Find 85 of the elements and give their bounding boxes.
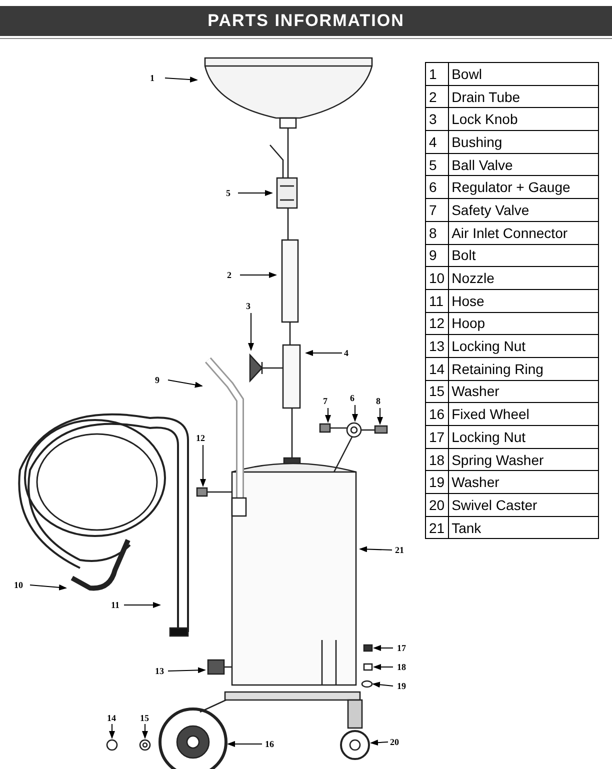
callout-number: 21 xyxy=(395,545,404,555)
leader-line xyxy=(164,76,198,83)
leader-line xyxy=(124,602,161,608)
part-name: Swivel Caster xyxy=(448,494,598,516)
leader-line xyxy=(372,682,394,688)
part-name: Spring Washer xyxy=(448,448,598,471)
leader-line xyxy=(305,350,342,356)
part-name: Washer xyxy=(448,380,598,403)
callout-number: 9 xyxy=(155,375,160,385)
leader-line xyxy=(142,724,148,739)
part-name: Safety Valve xyxy=(448,198,598,222)
leader-line xyxy=(168,667,206,674)
part-number: 18 xyxy=(426,448,448,471)
leader-line xyxy=(373,645,394,651)
leader-line xyxy=(238,190,273,196)
leader-line xyxy=(200,444,206,487)
part-name: Air Inlet Connector xyxy=(448,221,598,244)
part-number: 8 xyxy=(426,221,448,244)
part-number: 7 xyxy=(426,198,448,222)
callout-number: 2 xyxy=(227,270,232,280)
part-number: 14 xyxy=(426,357,448,380)
part-number: 4 xyxy=(426,130,448,154)
leader-line xyxy=(352,404,358,422)
leader-line xyxy=(227,741,262,747)
part-number: 12 xyxy=(426,312,448,335)
part-name: Lock Knob xyxy=(448,108,598,131)
part-name: Locking Nut xyxy=(448,334,598,358)
part-number: 15 xyxy=(426,380,448,403)
part-number: 20 xyxy=(426,494,448,516)
callout-number: 10 xyxy=(14,580,23,590)
callout-number: 7 xyxy=(323,396,328,406)
callout-number: 11 xyxy=(111,600,120,610)
part-name: Washer xyxy=(448,470,598,494)
callout-number: 16 xyxy=(265,739,274,749)
part-number: 9 xyxy=(426,244,448,267)
leader-line xyxy=(109,724,115,739)
part-name: Locking Nut xyxy=(448,426,598,448)
part-name: Nozzle xyxy=(448,266,598,290)
part-name: Hoop xyxy=(448,312,598,335)
part-number: 17 xyxy=(426,426,448,448)
callout-number: 17 xyxy=(397,643,406,653)
callout-number: 12 xyxy=(196,433,205,443)
part-number: 1 xyxy=(426,62,448,86)
part-number: 21 xyxy=(426,516,448,539)
leader-line xyxy=(325,408,331,423)
callout-number: 3 xyxy=(246,301,250,311)
callout-number: 4 xyxy=(344,348,348,358)
callout-number: 5 xyxy=(226,188,230,198)
part-number: 5 xyxy=(426,153,448,176)
part-number: 13 xyxy=(426,334,448,358)
part-number: 11 xyxy=(426,289,448,312)
callout-number: 8 xyxy=(376,396,380,406)
callout-number: 15 xyxy=(140,713,149,723)
leader-line xyxy=(168,380,203,388)
callout-number: 20 xyxy=(390,737,399,747)
part-name: Tank xyxy=(448,516,598,539)
part-number: 6 xyxy=(426,176,448,199)
part-name: Ball Valve xyxy=(448,153,598,176)
callout-number: 6 xyxy=(350,393,354,403)
leader-line xyxy=(377,408,383,425)
part-name: Drain Tube xyxy=(448,85,598,108)
part-number: 3 xyxy=(426,108,448,131)
part-name: Regulator + Gauge xyxy=(448,176,598,199)
callout-number: 18 xyxy=(397,662,406,672)
callout-number: 14 xyxy=(107,713,116,723)
part-number: 10 xyxy=(426,266,448,290)
part-name: Bushing xyxy=(448,130,598,154)
callout-number: 1 xyxy=(150,73,154,83)
leader-line xyxy=(248,312,254,351)
part-name: Hose xyxy=(448,289,598,312)
part-number: 19 xyxy=(426,470,448,494)
leader-line xyxy=(370,740,388,746)
page-title: PARTS INFORMATION xyxy=(0,6,612,36)
part-name: Bolt xyxy=(448,244,598,267)
part-number: 2 xyxy=(426,85,448,108)
leader-line xyxy=(240,272,277,278)
callout-number: 13 xyxy=(155,666,164,676)
leader-line xyxy=(359,546,392,552)
callout-number: 19 xyxy=(397,681,406,691)
part-name: Fixed Wheel xyxy=(448,402,598,426)
leader-line xyxy=(30,584,67,590)
leader-line xyxy=(373,664,394,670)
part-name: Bowl xyxy=(448,62,598,86)
part-number: 16 xyxy=(426,402,448,426)
part-name: Retaining Ring xyxy=(448,357,598,380)
